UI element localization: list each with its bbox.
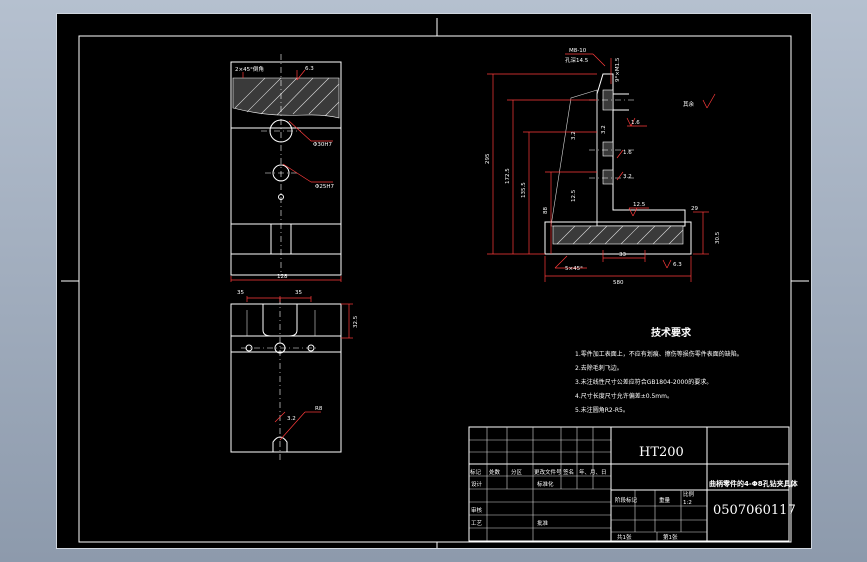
dim-88: 88 — [543, 207, 549, 214]
row-label-zone: 分区 — [511, 468, 523, 476]
top-dim-right: 35 — [295, 290, 302, 296]
material-label: HT200 — [639, 445, 684, 460]
other-roughness-mark: 其余 — [683, 100, 695, 108]
drawing-number: 0507060117 — [713, 503, 796, 518]
row-label-count: 处数 — [489, 468, 501, 476]
ratio-label: 比例 — [683, 490, 695, 498]
row-label-change-doc: 更改文件号 — [534, 468, 562, 476]
row-label-signature: 签名 — [563, 468, 574, 476]
row-label-mark: 标记 — [470, 468, 482, 476]
dim-33: 33 — [619, 252, 626, 258]
width-dim: 128 — [277, 274, 288, 280]
dim-580: 580 — [613, 280, 624, 286]
requirement-1: 1.零件加工表面上，不应有划痕、擦伤等损伤零件表面的缺陷。 — [575, 350, 743, 358]
rough-g: 12.5 — [571, 189, 577, 202]
top-view — [230, 296, 353, 460]
approve-label: 批准 — [537, 519, 549, 527]
row-label-date: 年、月、日 — [579, 468, 607, 476]
stage-label: 阶段标记 — [615, 496, 638, 504]
weight-label: 重量 — [659, 496, 671, 504]
top-side-dim: 32.5 — [353, 315, 359, 328]
dim-29: 29 — [691, 206, 698, 212]
drawing-canvas: 2×45°倒角 6.3 Φ30H7 Φ25H7 128 35 35 32.5 3… — [61, 18, 809, 548]
requirements-title: 技术要求 — [651, 326, 692, 339]
part-name: 曲柄零件的4-Φ8孔钻夹具体 — [709, 479, 799, 488]
hole1-label: Φ30H7 — [313, 142, 332, 148]
requirement-5: 5.未注圆角R2-R5。 — [575, 406, 629, 414]
top-dim-left: 35 — [237, 290, 244, 296]
rough-f: 3.2 — [571, 131, 577, 140]
side-roughness: 3.2 — [601, 125, 607, 134]
requirement-2: 2.去除毛刺飞边。 — [575, 364, 623, 372]
rough-e: 6.3 — [673, 262, 682, 268]
thread-depth: 孔深14.5 — [565, 56, 589, 64]
standardize-label: 标准化 — [537, 480, 554, 488]
drawing-sheet: 2×45°倒角 6.3 Φ30H7 Φ25H7 128 35 35 32.5 3… — [56, 13, 812, 549]
radius-note: R8 — [315, 406, 323, 412]
angle-note: 9°×M1.5 — [615, 57, 621, 82]
requirement-4: 4.尺寸长度尺寸允许偏差±0.5mm。 — [575, 392, 673, 400]
title-block — [468, 426, 790, 542]
scale-value: 1:2 — [683, 500, 692, 506]
rough-d: 12.5 — [633, 202, 646, 208]
front-view — [230, 54, 342, 282]
dim-135: 135.5 — [521, 182, 527, 198]
process-label: 工艺 — [471, 520, 483, 527]
top-roughness-dim: 6.3 — [305, 66, 314, 72]
chamfer-bottom: 5×45° — [565, 266, 583, 272]
designer-label: 设计 — [471, 480, 483, 488]
side-view — [487, 53, 716, 282]
review-label: 审核 — [471, 506, 483, 514]
sheet-number: 第1张 — [663, 533, 678, 541]
dim-295: 295 — [485, 153, 491, 164]
hole2-label: Φ25H7 — [315, 184, 334, 190]
rough-c: 3.2 — [623, 174, 632, 180]
inner-frame — [78, 35, 792, 543]
total-sheets: 共1张 — [617, 533, 632, 541]
dim-172: 172.5 — [505, 168, 511, 184]
requirement-3: 3.未注线性尺寸公差应符合GB1804-2000的要求。 — [575, 378, 712, 386]
dim-30: 30.5 — [715, 231, 721, 244]
top-roughness: 3.2 — [287, 416, 296, 422]
rough-b: 1.6 — [623, 150, 632, 156]
thread-note: M8-10 — [569, 48, 587, 54]
chamfer-note: 2×45°倒角 — [235, 65, 264, 73]
rough-a: 1.6 — [631, 120, 640, 126]
